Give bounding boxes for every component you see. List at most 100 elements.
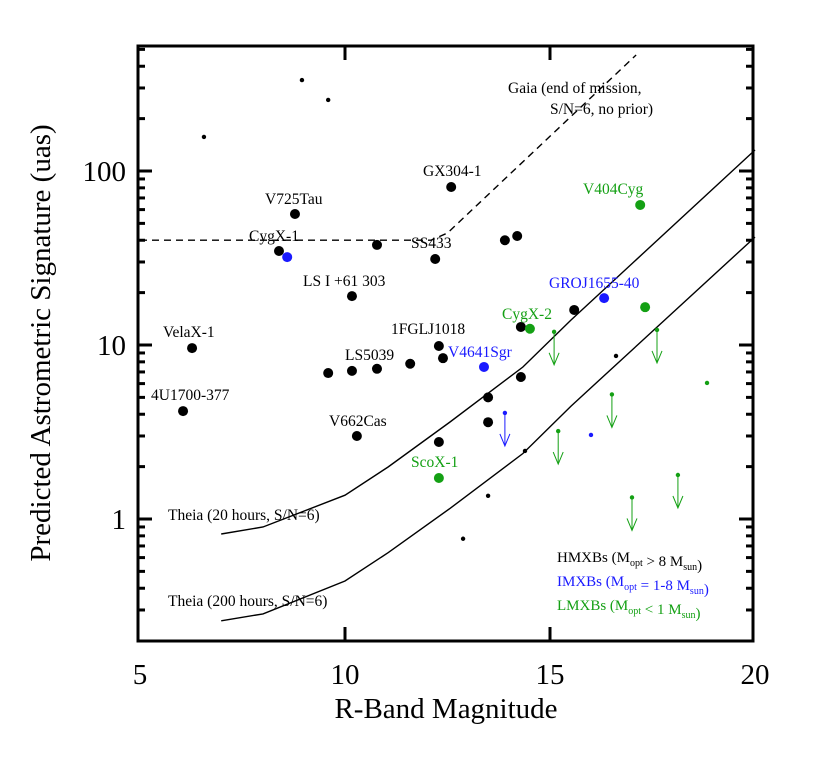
legend-subscript: sun <box>682 610 696 621</box>
point-hmxb <box>325 97 331 103</box>
arrowhead-icon <box>606 415 618 429</box>
arrowhead-icon <box>548 352 560 367</box>
legend-text: > 8 M <box>643 554 684 570</box>
point-hmxb <box>460 536 466 541</box>
curve-1 <box>221 236 756 622</box>
arrowhead-icon <box>672 495 684 510</box>
annotations: Theia (20 hours, S/N=6) Theia (200 hours,… <box>151 80 653 610</box>
point-label: 4U1700-377 <box>151 387 230 404</box>
point-hmxb <box>371 239 382 250</box>
gaia-label: Gaia (end of mission, <box>508 80 641 97</box>
point-hmxb <box>499 235 510 246</box>
point-label: LS5039 <box>345 347 394 364</box>
legend-entry-lmxb: LMXBs (Mopt < 1 Msun) <box>557 598 701 622</box>
legend-text: < 1 M <box>641 602 682 618</box>
x-tick-label: 20 <box>741 659 770 691</box>
legend: HMXBs (Mopt > 8 Msun)IMXBs (Mopt = 1-8 M… <box>557 550 709 622</box>
point-hmxb <box>522 448 528 454</box>
curve-label: Theia (200 hours, S/N=6) <box>168 593 327 610</box>
data-points <box>178 77 710 541</box>
point-hmxb <box>371 363 382 374</box>
gaia-label: S/N=6, no prior) <box>550 101 653 118</box>
point-lmxb <box>635 199 646 210</box>
point-hmxb <box>351 430 362 441</box>
point-label: ScoX-1 <box>411 454 458 471</box>
point-lmxb <box>551 329 557 335</box>
curve-label: Theia (20 hours, S/N=6) <box>168 507 320 524</box>
point-label: CygX-1 <box>249 228 299 245</box>
legend-text: IMXBs (M <box>557 574 624 590</box>
point-imxb <box>282 252 293 263</box>
point-hmxb <box>483 417 494 428</box>
point-hmxb <box>485 493 491 498</box>
point-lmxb <box>524 323 535 334</box>
y-tick-label: 1 <box>112 504 127 536</box>
point-hmxb <box>273 245 284 256</box>
point-hmxb <box>515 321 526 332</box>
point-hmxb <box>569 304 580 315</box>
point-lmxb <box>704 380 710 386</box>
point-label: GX304-1 <box>423 163 482 180</box>
curve-0 <box>221 149 756 535</box>
point-label: LS I +61 303 <box>303 273 386 290</box>
y-tick-label: 100 <box>83 156 127 188</box>
point-hmxb <box>515 371 526 382</box>
legend-subscript: opt <box>630 558 643 569</box>
point-label: V725Tau <box>265 191 323 208</box>
x-tick-label: 15 <box>536 659 565 691</box>
x-axis-title: R-Band Magnitude <box>334 693 557 725</box>
point-imxb <box>502 410 508 416</box>
curves <box>140 54 756 622</box>
arrowhead-icon <box>499 433 511 448</box>
point-hmxb <box>483 392 494 403</box>
legend-text: HMXBs (M <box>557 550 630 566</box>
arrowhead-icon <box>626 518 638 532</box>
point-hmxb <box>201 134 207 140</box>
point-imxb <box>599 293 610 304</box>
y-axis-title: Predicted Astrometric Signature (uas) <box>25 124 57 561</box>
point-label: CygX-2 <box>502 306 552 323</box>
point-label: V404Cyg <box>583 181 644 198</box>
point-hmxb <box>405 358 416 369</box>
point-lmxb <box>556 428 561 434</box>
point-label: 1FGLJ1018 <box>391 321 465 338</box>
point-hmxb <box>437 353 448 364</box>
y-tick-label: 10 <box>97 330 126 362</box>
point-hmxb <box>446 182 457 193</box>
legend-text: LMXBs (M <box>557 598 628 614</box>
point-hmxb <box>346 365 357 376</box>
point-hmxb <box>323 368 334 379</box>
point-hmxb <box>299 77 305 83</box>
x-tick-label: 10 <box>331 659 360 691</box>
legend-subscript: sun <box>690 586 704 597</box>
arrowhead-icon <box>651 350 663 365</box>
point-hmxb <box>433 340 444 351</box>
legend-subscript: sun <box>683 562 697 573</box>
point-label: SS433 <box>411 235 452 252</box>
point-imxb <box>478 361 489 372</box>
point-label: VelaX-1 <box>163 324 215 341</box>
point-lmxb <box>433 473 444 484</box>
legend-text: ) <box>704 582 709 598</box>
point-hmxb <box>289 209 300 220</box>
legend-entry-hmxb: HMXBs (Mopt > 8 Msun) <box>557 550 702 574</box>
point-label: V662Cas <box>329 413 387 430</box>
legend-text: ) <box>696 606 701 622</box>
legend-text: ) <box>697 558 702 574</box>
point-hmxb <box>613 353 619 359</box>
legend-entry-imxb: IMXBs (Mopt = 1-8 Msun) <box>557 574 709 598</box>
point-lmxb <box>675 472 681 478</box>
point-hmxb <box>512 231 523 242</box>
point-lmxb <box>640 302 651 313</box>
point-hmxb <box>433 437 444 448</box>
x-tick-label: 5 <box>133 659 148 691</box>
point-hmxb <box>430 254 441 265</box>
point-label: GROJ1655-40 <box>549 275 640 292</box>
point-imxb <box>588 432 594 438</box>
arrowhead-icon <box>552 451 564 466</box>
point-hmxb <box>178 406 189 417</box>
legend-text: = 1-8 M <box>637 578 690 594</box>
point-hmxb <box>187 343 198 354</box>
point-label: V4641Sgr <box>448 344 513 361</box>
